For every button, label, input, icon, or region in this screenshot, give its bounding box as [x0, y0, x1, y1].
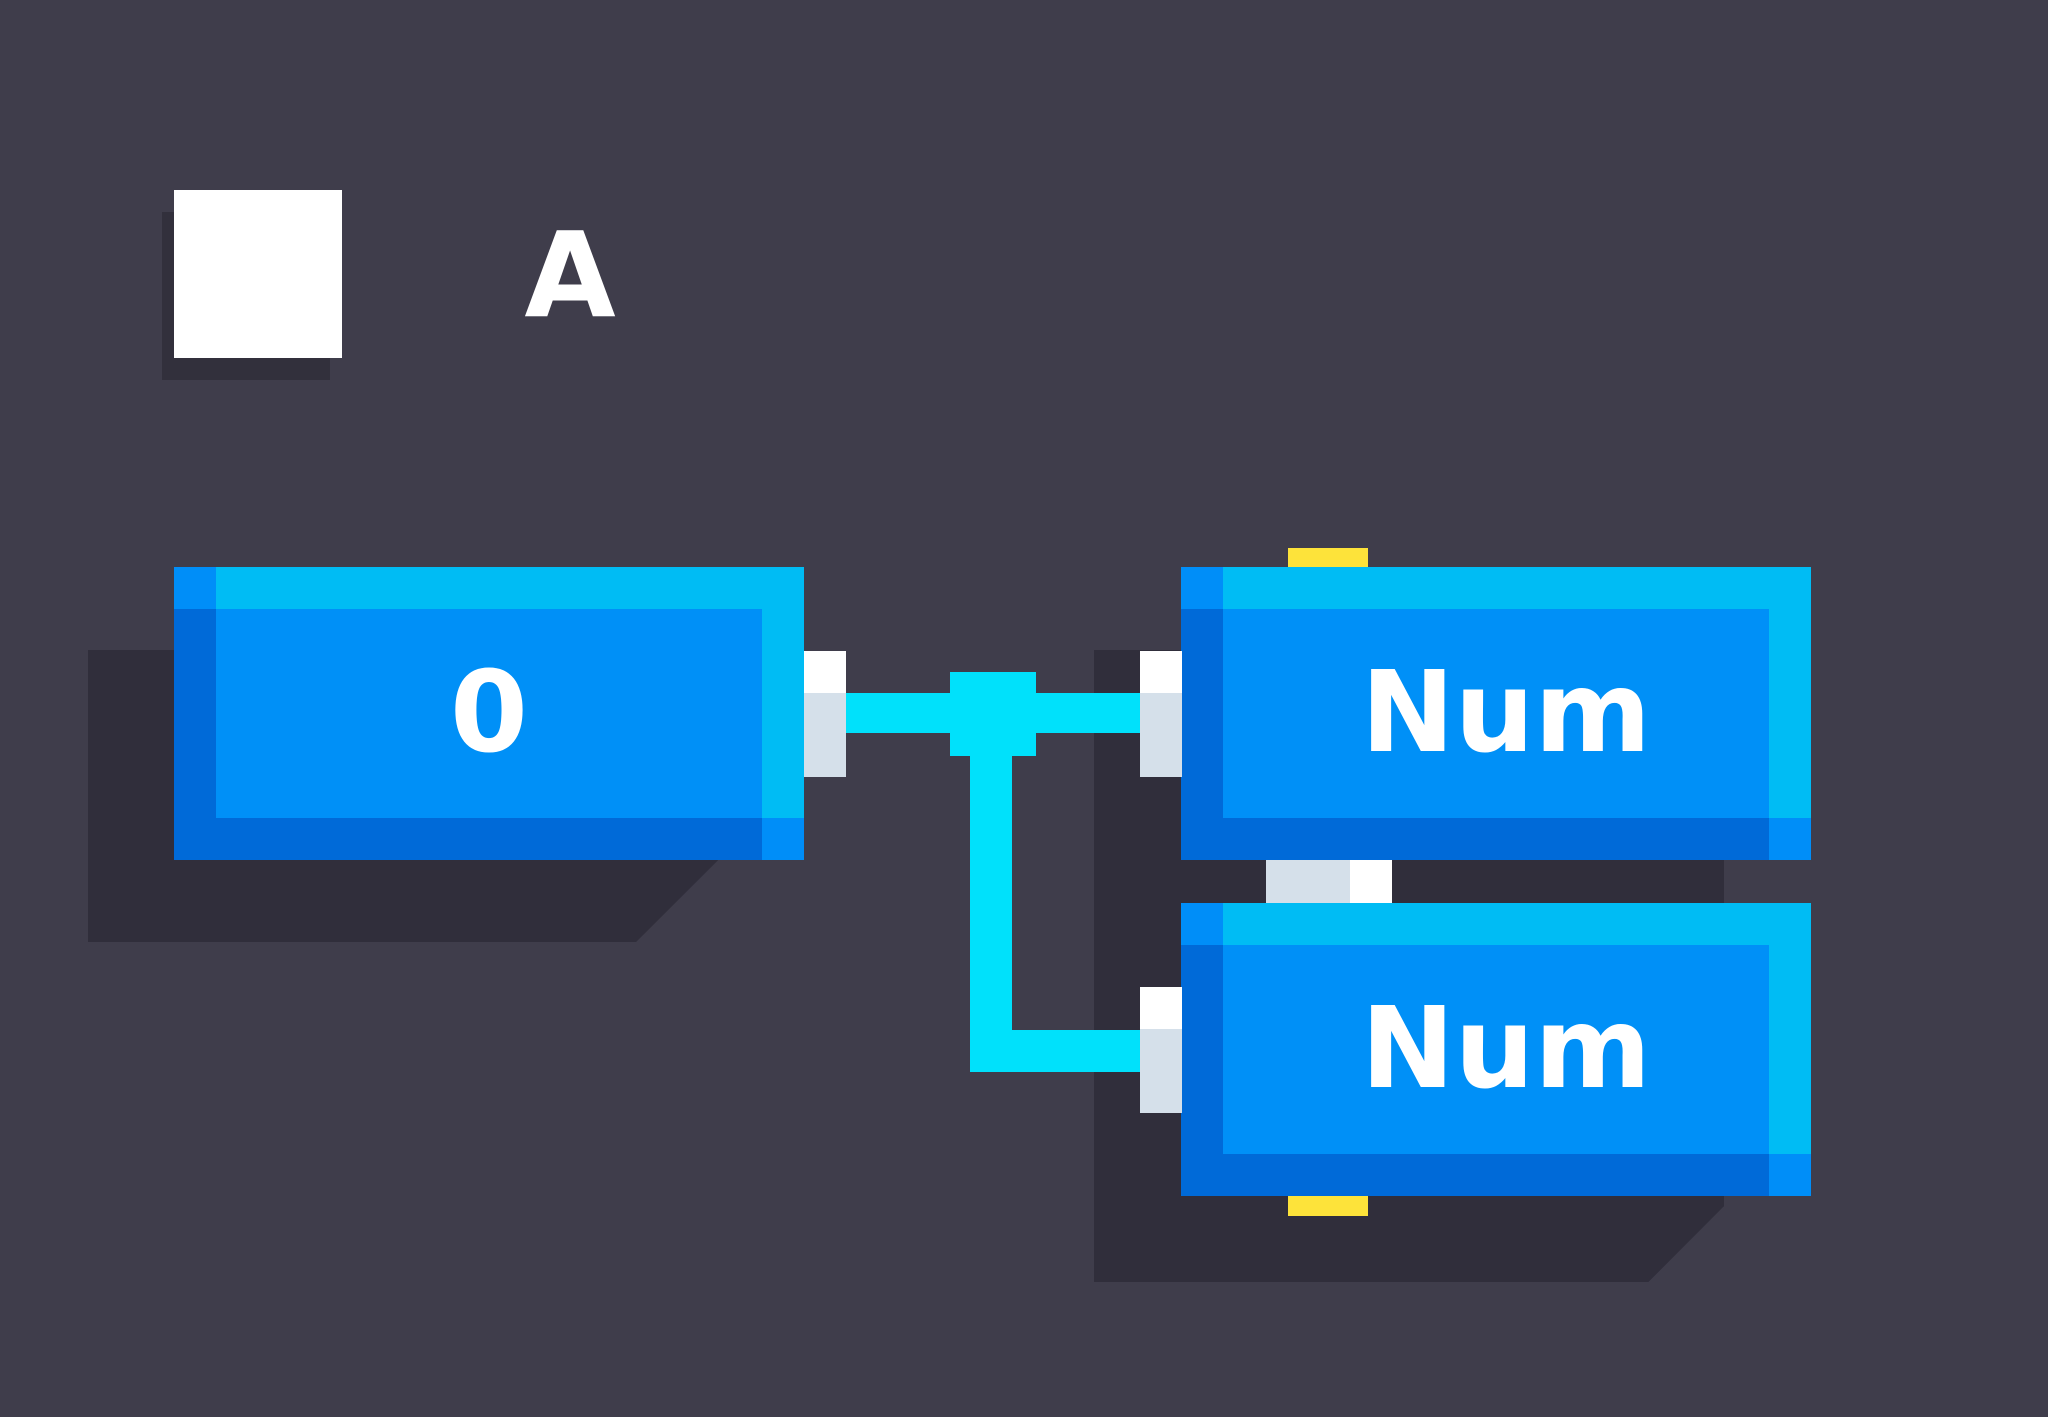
value-block[interactable]: 0 [174, 567, 804, 860]
toggle-checkbox[interactable] [174, 190, 342, 358]
input-port-top[interactable] [1140, 651, 1182, 693]
num-block-top[interactable]: Num [1181, 567, 1811, 860]
top-connector-tab [1288, 548, 1368, 568]
value-block-label: 0 [450, 648, 528, 778]
wire-bottom-horizontal [970, 1030, 1141, 1072]
num-block-bottom-label: Num [1360, 984, 1652, 1114]
bottom-connector-tab [1288, 1196, 1368, 1216]
output-port-base [804, 693, 846, 777]
toggle-label: A [524, 206, 616, 344]
input-port-bottom-base [1140, 1029, 1182, 1113]
input-port-top-base [1140, 693, 1182, 777]
input-port-bottom[interactable] [1140, 987, 1182, 1029]
num-block-bottom[interactable]: Num [1181, 903, 1811, 1196]
stack-link-highlight [1350, 860, 1392, 903]
stack-link [1266, 860, 1350, 903]
output-port[interactable] [804, 651, 846, 693]
wire-vertical [970, 740, 1012, 1072]
num-block-top-label: Num [1360, 648, 1652, 778]
